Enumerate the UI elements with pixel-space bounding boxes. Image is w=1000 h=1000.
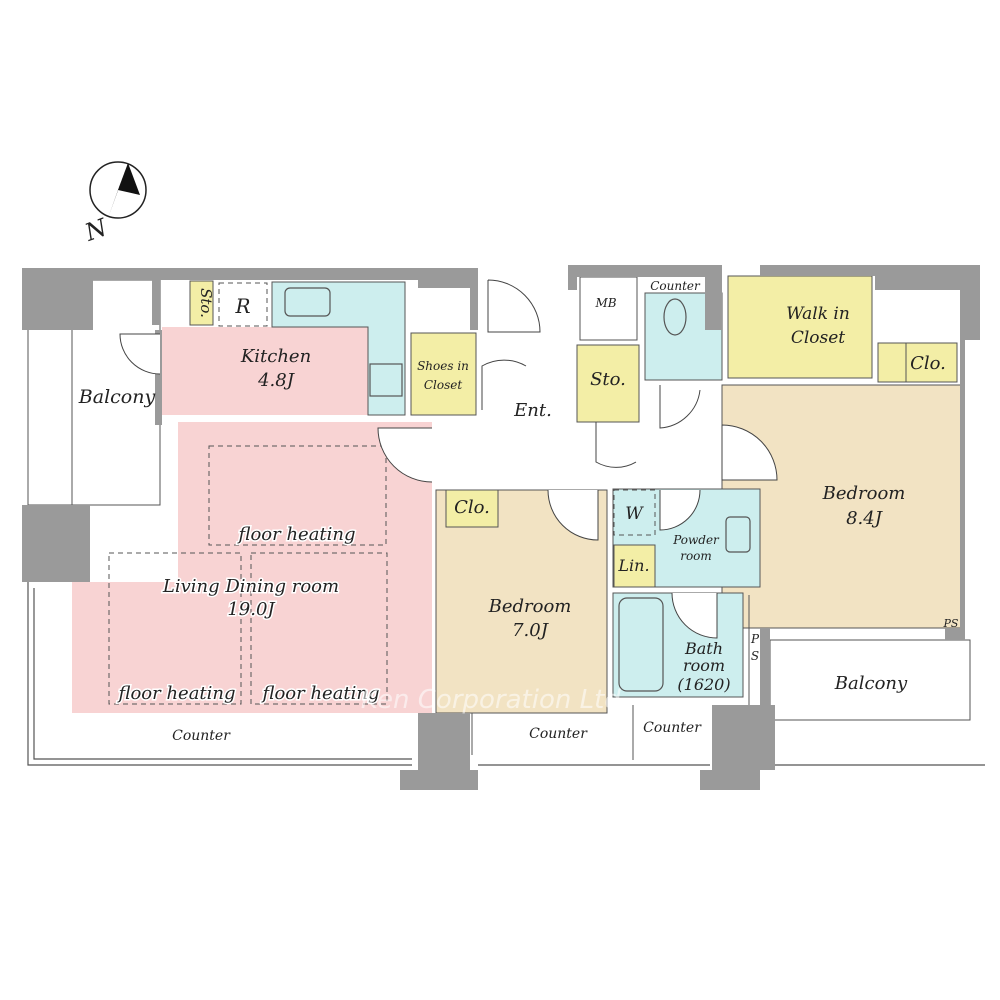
kitchen-name: Kitchen — [240, 346, 311, 367]
bedroom-8-name: Bedroom — [822, 483, 906, 504]
powder-room-label-2: room — [680, 549, 712, 563]
shoes-closet-label-2: Closet — [424, 378, 463, 392]
kitchen-counter — [271, 281, 406, 416]
closet-bed1-label: Clo. — [454, 497, 490, 518]
powder-room-label-1: Powder — [672, 533, 720, 547]
linen-label: Lin. — [617, 556, 649, 575]
living-name: Living Dining room — [162, 576, 339, 597]
kitchen-storage — [189, 280, 214, 326]
bedroom-7-size: 7.0J — [512, 620, 550, 641]
toilet-icon — [663, 298, 687, 336]
ps-corner-label: PS — [943, 617, 959, 630]
kitchen-storage-label: Sto. — [197, 288, 215, 318]
bedroom-8-size: 8.4J — [846, 508, 884, 529]
kitchen — [162, 327, 368, 415]
fridge-label: R — [234, 294, 250, 318]
bathroom-label-1: Bath — [684, 639, 723, 658]
bathroom-label-2: room — [683, 656, 725, 675]
washer-label: W — [625, 504, 644, 524]
entrance-label: Ent. — [513, 400, 552, 421]
north-label: N — [80, 213, 111, 247]
entrance-storage — [576, 344, 640, 423]
walk-in-closet-label-2: Closet — [791, 328, 845, 348]
entrance-storage-label: Sto. — [590, 369, 626, 390]
living-dining-room — [72, 422, 432, 713]
closet-bed2-label: Clo. — [910, 353, 946, 374]
stove-icon — [369, 363, 403, 397]
balcony-right-label: Balcony — [834, 673, 908, 694]
bedroom-8 — [721, 384, 964, 629]
watermark: Ken Corporation Ltd. — [361, 685, 629, 715]
shoes-closet — [410, 332, 477, 416]
bedroom-7-name: Bedroom — [488, 596, 572, 617]
toilet-counter-label: Counter — [650, 279, 701, 293]
floor-heating-label-1: floor heating — [236, 524, 355, 545]
basin-icon — [725, 516, 751, 553]
balcony-right — [769, 639, 971, 721]
shoes-closet-label-1: Shoes in — [417, 359, 469, 373]
north-arrow-icon: N — [80, 161, 147, 247]
bathroom-label-3: (1620) — [677, 675, 730, 694]
mb-label: MB — [594, 296, 616, 310]
walk-in-closet-label-1: Walk in — [786, 304, 850, 324]
counter-bath-label: Counter — [643, 720, 702, 736]
ps-vertical-label-2: S — [751, 649, 759, 663]
walk-in-closet — [727, 275, 873, 379]
sink-icon — [284, 287, 331, 317]
living-size: 19.0J — [227, 599, 276, 620]
kitchen-size: 4.8J — [257, 370, 296, 391]
counter-living-label: Counter — [172, 728, 231, 744]
floor-heating-label-3: floor heating — [260, 683, 379, 704]
ps-vertical-label-1: P — [750, 632, 760, 646]
floor-heating-label-2: floor heating — [116, 683, 235, 704]
counter-bed1-label: Counter — [529, 726, 588, 742]
balcony-left-label: Balcony — [78, 386, 156, 408]
doors — [119, 279, 778, 639]
bathtub-icon — [618, 597, 664, 692]
walls — [22, 265, 980, 790]
